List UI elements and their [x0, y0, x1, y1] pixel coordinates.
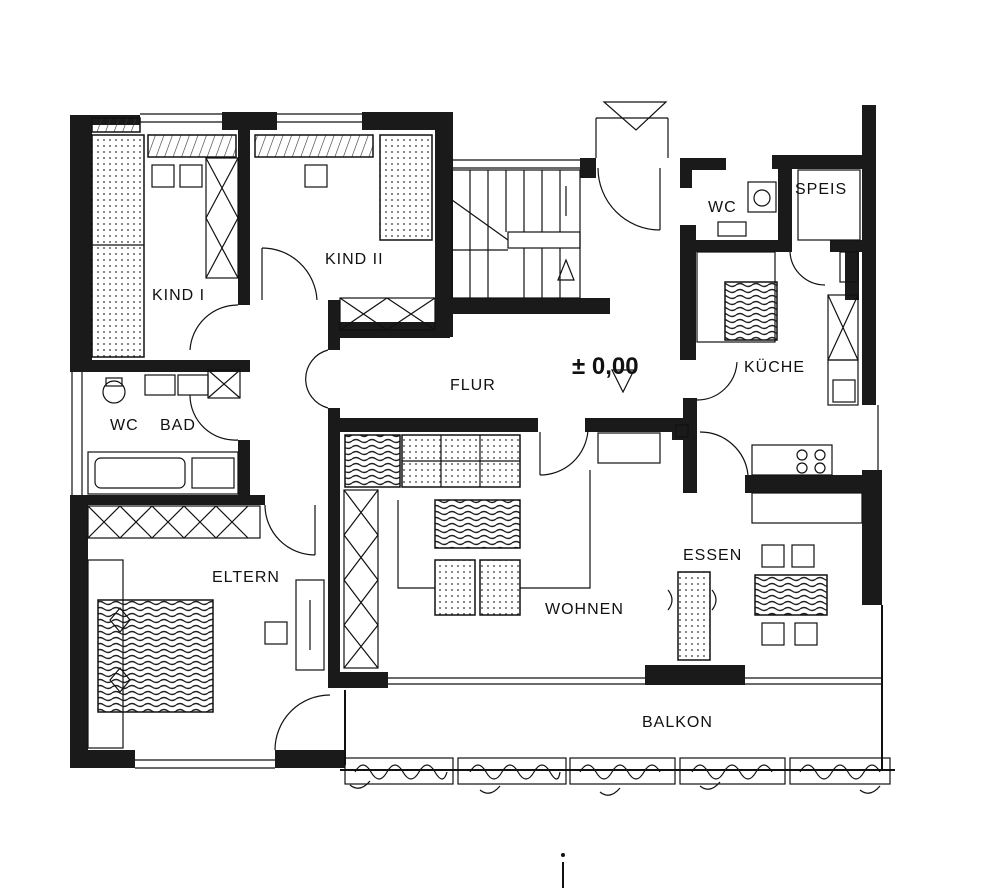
room-label-wc: WC: [110, 417, 139, 434]
eltern-furniture: [87, 505, 325, 749]
doors: [189, 247, 826, 751]
essen-furniture: [667, 492, 863, 661]
kind-1-furniture: [91, 117, 239, 358]
room-label-wohnen: WOHNEN: [545, 601, 624, 618]
section-dot-icon: [561, 853, 565, 857]
room-label-balkon: BALKON: [642, 714, 713, 731]
balcony: [340, 605, 895, 796]
room-labels: KIND I KIND II WC SPEIS KÜCHE FLUR WC BA…: [110, 181, 847, 731]
room-label-essen: ESSEN: [683, 547, 742, 564]
kind-2-furniture: [147, 134, 436, 331]
level-marker-text: ± 0,00: [572, 353, 639, 380]
entrance-arrow-icon: [602, 101, 668, 131]
level-marker: ± 0,00: [572, 353, 639, 394]
room-label-kueche: KÜCHE: [744, 358, 805, 376]
bath-fixtures: [87, 369, 241, 495]
room-label-bad: BAD: [160, 417, 196, 434]
kitchen-fixtures: [675, 251, 859, 476]
room-label-kind-1: KIND I: [152, 287, 205, 304]
room-label-eltern: ELTERN: [212, 569, 280, 586]
room-label-kind-2: KIND II: [325, 251, 384, 268]
room-label-speis: SPEIS: [795, 181, 847, 198]
wohnen-furniture: [343, 432, 661, 669]
entrance: [595, 101, 669, 231]
staircase: [451, 169, 581, 299]
windows: [71, 113, 882, 769]
wc-top-fixtures: [717, 169, 861, 241]
room-label-flur: FLUR: [450, 377, 496, 394]
walls: [70, 105, 882, 768]
level-triangle-icon: [611, 369, 635, 394]
room-label-wc-top: WC: [708, 199, 737, 216]
